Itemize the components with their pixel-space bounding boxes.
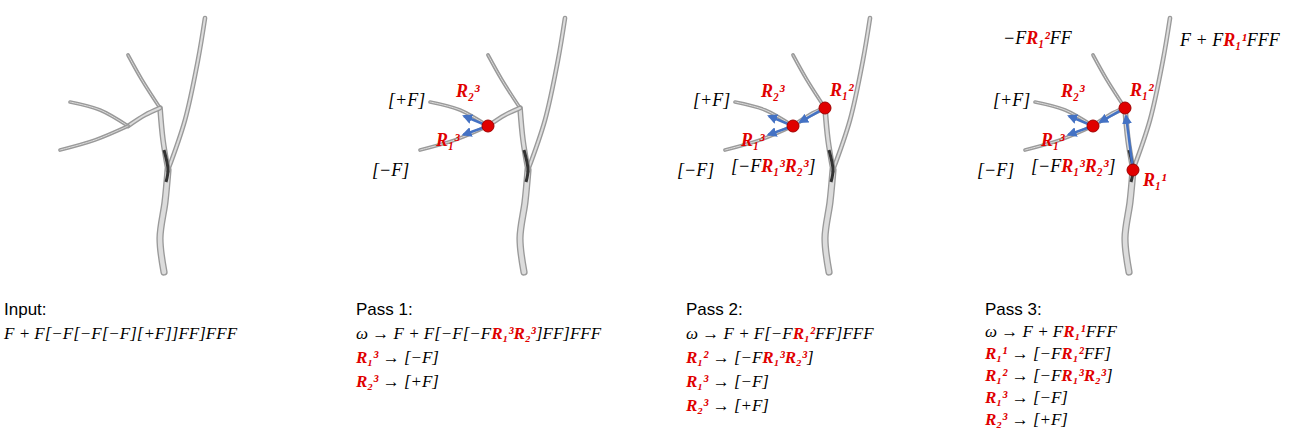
branch-label: [−F] <box>372 160 409 182</box>
branch-label: −FR₁²FF <box>1003 28 1072 50</box>
fork-shade <box>829 150 833 182</box>
branch-label: R₁³ <box>1041 130 1065 152</box>
branch-highlight <box>168 18 205 170</box>
branch-highlight <box>60 126 128 150</box>
branch-label: R₁² <box>830 80 854 102</box>
branch <box>160 170 168 272</box>
branch-label: F + FR₁¹FFF <box>1180 30 1280 52</box>
branch-highlight <box>70 102 128 126</box>
grammar-rule: R₁² → [−FR₁³R₂³] <box>686 348 814 368</box>
branch-label: [−FR₁³R₂³] <box>731 156 816 178</box>
branch-label: [+F] <box>693 90 730 112</box>
branch-highlight <box>793 55 825 108</box>
branch-highlight <box>160 170 168 272</box>
branch <box>128 55 160 108</box>
branch-highlight <box>1093 55 1125 108</box>
grammar-rule: R₁³ → [−F] <box>686 372 769 392</box>
pass-heading: Input: <box>4 300 47 320</box>
branch <box>1035 102 1093 126</box>
branch <box>1125 108 1133 170</box>
branch-highlight <box>725 126 793 150</box>
red-dot <box>1119 102 1131 114</box>
blue-arrow <box>800 111 820 122</box>
red-dot <box>819 102 831 114</box>
tree <box>420 18 565 272</box>
grammar-rule: R₂³ → [+F] <box>356 372 439 392</box>
branch-label: R₂³ <box>1061 81 1085 103</box>
branch-highlight <box>128 108 160 126</box>
grammar-rule: R₁³ → [−F] <box>356 348 439 368</box>
red-dot <box>1087 120 1099 132</box>
grammar-rule: F + F[−F[−F[−F][+F]]FF]FFF <box>4 324 237 344</box>
branch-label: R₂³ <box>456 81 480 103</box>
grammar-rule: R₂³ → [+F] <box>686 396 769 416</box>
branch <box>520 170 528 272</box>
branch-highlight <box>1125 170 1133 272</box>
fork-shade <box>164 150 168 182</box>
branch-label: R₁³ <box>436 130 460 152</box>
branch-label: R₂³ <box>761 81 785 103</box>
branch <box>528 18 565 170</box>
grammar-rule: R₁² → [−FR₁³R₂³] <box>985 366 1113 386</box>
branch <box>488 55 520 108</box>
pass-heading: Pass 2: <box>686 300 743 320</box>
branch-highlight <box>1125 108 1133 170</box>
branch-label: [+F] <box>388 90 425 112</box>
red-dot <box>787 120 799 132</box>
branch-label: R₁² <box>1130 80 1154 102</box>
pass-heading: Pass 3: <box>985 300 1042 320</box>
branch <box>725 126 793 150</box>
grammar-rule: R₂³ → [+F] <box>985 410 1068 430</box>
branch <box>430 102 488 126</box>
branch <box>168 18 205 170</box>
branch-label: [−F] <box>677 160 714 182</box>
branch-highlight <box>430 102 488 126</box>
tree <box>1025 18 1170 272</box>
branch-highlight <box>1035 102 1093 126</box>
branch-label: [−FR₁³R₂³] <box>1031 156 1116 178</box>
pass-heading: Pass 1: <box>356 300 413 320</box>
grammar-rule: ω → F + FR₁¹FFF <box>985 322 1117 342</box>
branch <box>60 126 128 150</box>
branch-highlight <box>420 126 488 150</box>
branch-highlight <box>735 102 793 126</box>
branch <box>735 102 793 126</box>
branch-label: [+F] <box>993 90 1030 112</box>
red-dot <box>1127 164 1139 176</box>
branch <box>420 126 488 150</box>
fork-shade <box>524 150 528 182</box>
blue-arrow <box>1100 111 1120 122</box>
branch-highlight <box>1025 126 1093 150</box>
branch-highlight <box>825 170 833 272</box>
red-dot <box>482 120 494 132</box>
branch-label: R₁¹ <box>1143 170 1167 192</box>
branch <box>70 102 128 126</box>
tree <box>60 18 205 272</box>
branch <box>1025 126 1093 150</box>
branch <box>793 55 825 108</box>
branch-label: R₁³ <box>741 130 765 152</box>
grammar-rule: ω → F + F[−F[−FR₁³R₂³]FF]FFF <box>356 324 601 344</box>
tree <box>725 18 870 272</box>
branch-highlight <box>128 55 160 108</box>
branch-highlight <box>520 170 528 272</box>
branch-label: [−F] <box>977 160 1014 182</box>
branch-highlight <box>528 18 565 170</box>
grammar-rule: ω → F + F[−FR₁²FF]FFF <box>686 324 874 344</box>
branch <box>1093 55 1125 108</box>
blue-arrow <box>1126 116 1132 164</box>
grammar-rule: R₁³ → [−F] <box>985 388 1068 408</box>
branch <box>1125 170 1133 272</box>
branch-highlight <box>488 55 520 108</box>
branch <box>128 108 160 126</box>
branch <box>825 170 833 272</box>
grammar-rule: R₁¹ → [−FR₁²FF] <box>985 344 1111 364</box>
